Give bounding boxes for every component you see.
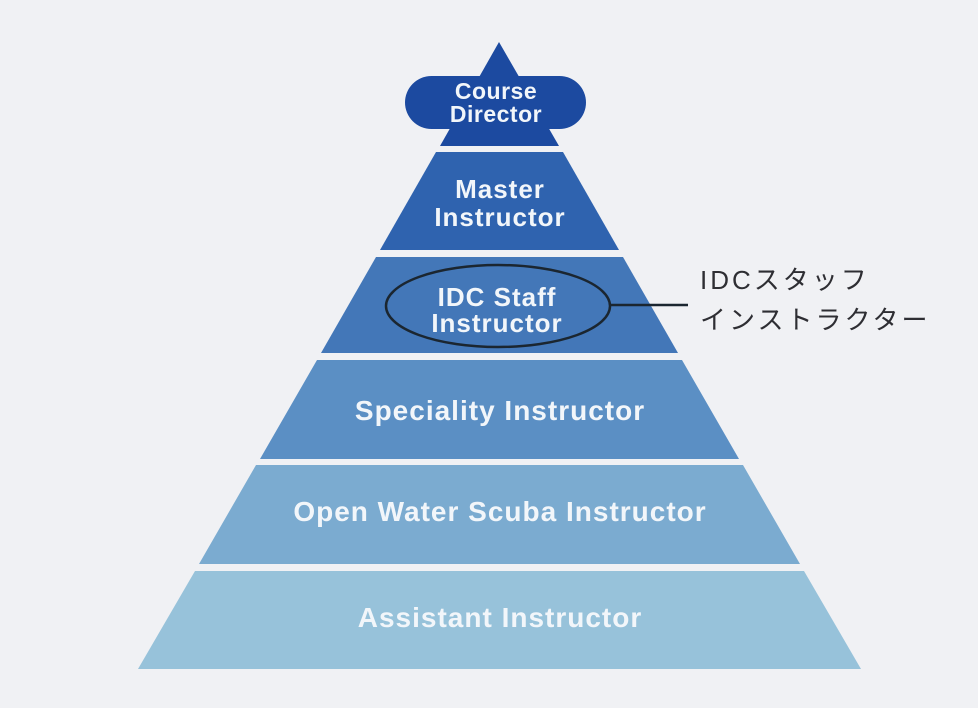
tier-label-speciality-instructor: Speciality Instructor xyxy=(355,395,645,426)
tier-label-master-instructor-line1: Master xyxy=(455,174,545,204)
tier-label-course-director-line2: Director xyxy=(450,101,542,127)
tier-label-idc-staff-instructor-line2: Instructor xyxy=(431,308,562,338)
tier-label-master-instructor-line2: Instructor xyxy=(434,202,565,232)
course-director-capsule xyxy=(405,76,586,129)
tier-label-open-water-scuba-instructor: Open Water Scuba Instructor xyxy=(293,496,706,527)
tier-speciality-instructor xyxy=(260,360,739,459)
tier-label-assistant-instructor: Assistant Instructor xyxy=(358,602,643,633)
tier-assistant-instructor xyxy=(138,571,861,669)
tier-label-idc-staff-instructor-line1: IDC Staff xyxy=(438,282,557,312)
annotation-label-line1: IDCスタッフ xyxy=(700,265,870,295)
annotation-label-line2: インストラクター xyxy=(700,305,930,335)
tier-master-instructor xyxy=(380,152,619,250)
tier-label-course-director-line1: Course xyxy=(455,78,537,104)
tier-open-water-scuba-instructor xyxy=(199,465,800,564)
